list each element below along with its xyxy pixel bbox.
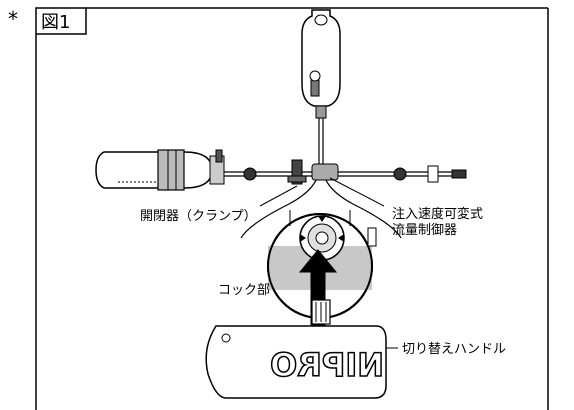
figure-tag-text: 図1 xyxy=(41,12,70,33)
leader-lines xyxy=(259,177,385,207)
switching-handle xyxy=(205,299,398,399)
left-bottle xyxy=(95,149,225,191)
nipro-logo-text: NIPRO xyxy=(270,346,384,384)
flow-controller-label-line2: 流量制御器 xyxy=(392,223,457,238)
figure-tag: 図1 xyxy=(35,7,87,35)
flow-controller-label-line1: 注入速度可変式 xyxy=(392,206,483,222)
handle-label: 切り替えハンドル xyxy=(402,342,506,357)
figure-frame xyxy=(35,7,549,410)
flow-controller xyxy=(311,163,339,181)
upper-small-clamp xyxy=(309,70,321,97)
cock-label: コック部 xyxy=(218,283,270,298)
line-connectors xyxy=(243,165,467,183)
clamp-label: 開閉器（クランプ） xyxy=(140,209,257,224)
clamp-device xyxy=(287,159,307,185)
nipro-logo: NIPRO xyxy=(269,345,384,385)
asterisk-mark: * xyxy=(8,7,18,31)
drip-chamber xyxy=(301,9,341,119)
